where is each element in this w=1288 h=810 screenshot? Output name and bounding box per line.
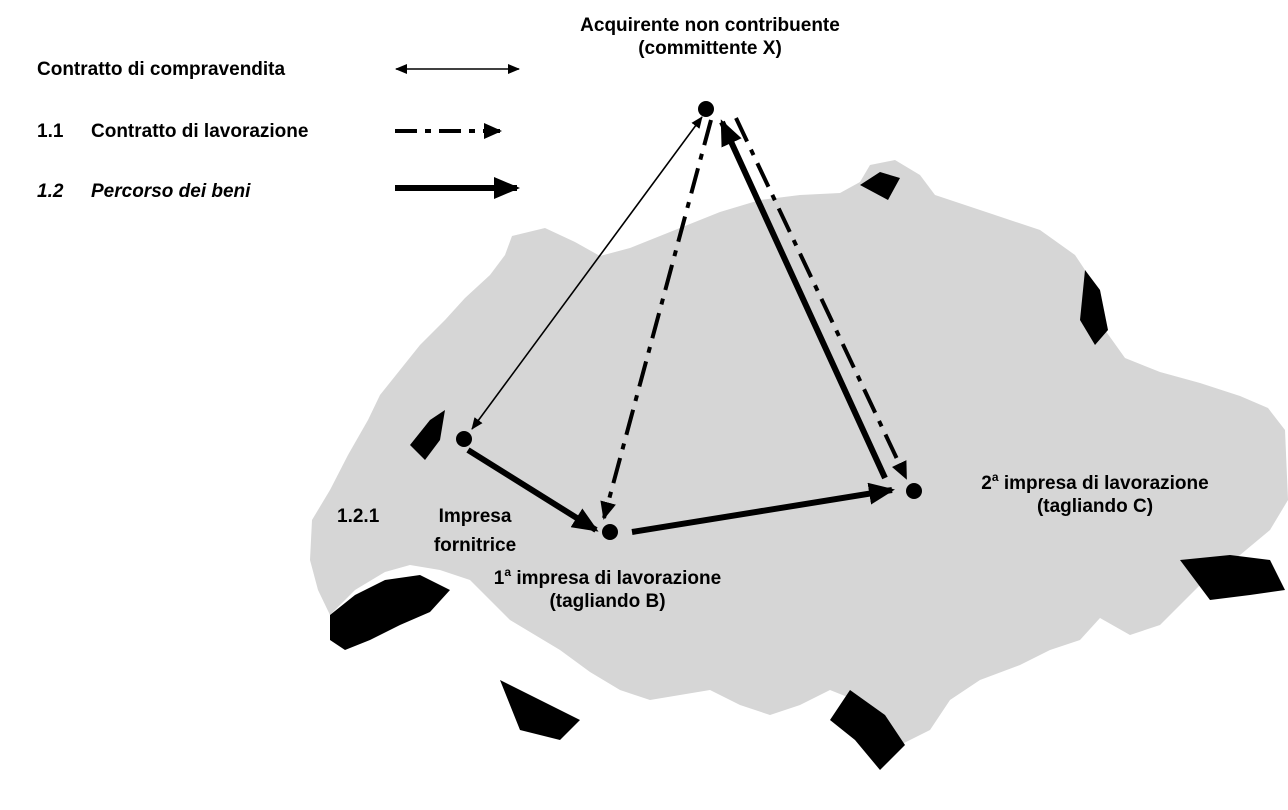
lake-constance [1080, 270, 1108, 345]
supplier-label-line1: Impresa [438, 506, 512, 527]
supplier-label-line2: fornitrice [433, 535, 517, 556]
second-processor-line2: (tagliando C) [1036, 496, 1154, 517]
legend-processing-label: Contratto di lavorazione [91, 121, 309, 142]
second-processor-label: 2a impresa di lavorazione (tagliando C) [935, 470, 1255, 518]
lake-south-1 [830, 690, 905, 770]
supplier-label: Impresa fornitrice [420, 505, 530, 557]
first-processor-line1: 1a impresa di lavorazione [493, 565, 722, 589]
lake-geneva [330, 575, 450, 650]
legend-goods-label: Percorso dei beni [91, 181, 251, 202]
legend-sale-label: Contratto di compravendita [37, 59, 286, 80]
lake-southwest [500, 680, 580, 740]
buyer-label-line1: Acquirente non contribuente [580, 15, 840, 36]
buyer-label-line2: (committente X) [638, 38, 782, 59]
lake-neuchatel [410, 410, 445, 460]
goods-path-arrow-3 [719, 119, 888, 480]
legend-goods-num: 1.2 [37, 181, 64, 202]
sale-contract-arrow [471, 116, 703, 430]
processing-contract-arrow-b [600, 119, 713, 520]
second-processor-node [906, 483, 922, 499]
first-processor-node [602, 524, 618, 540]
first-processor-label: 1a impresa di lavorazione (tagliando B) [470, 565, 745, 613]
processing-contract-arrow-c [734, 117, 908, 480]
second-processor-line1: 2a impresa di lavorazione [981, 470, 1209, 494]
first-processor-line2: (tagliando B) [549, 591, 666, 612]
buyer-node [698, 101, 714, 117]
buyer-label: Acquirente non contribuente (committente… [530, 14, 890, 60]
goods-path-arrow-1 [466, 447, 599, 533]
supplier-num: 1.2.1 [337, 506, 380, 527]
switzerland-map [310, 160, 1288, 745]
lake-north-1 [860, 172, 900, 200]
supplier-node [456, 431, 472, 447]
legend-processing-num: 1.1 [37, 121, 64, 142]
goods-path-arrow-2 [631, 482, 895, 535]
lake-south-2 [1180, 555, 1285, 600]
